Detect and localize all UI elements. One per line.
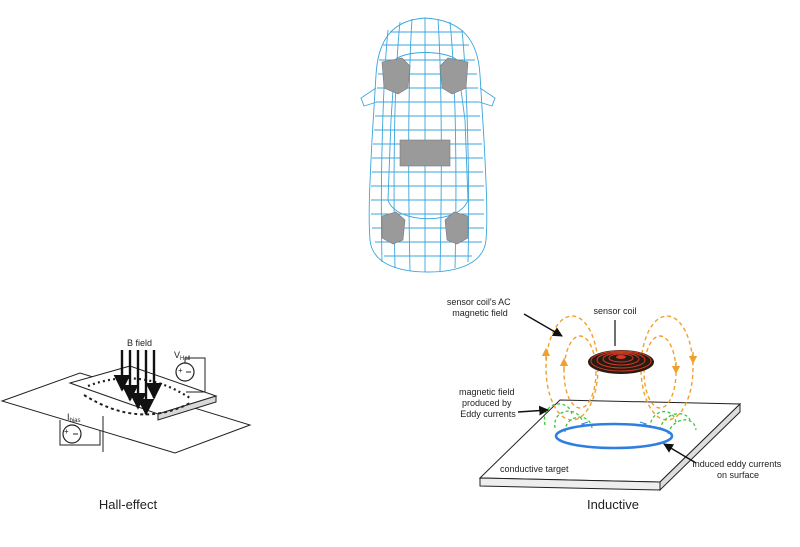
car-wireframe (360, 17, 496, 273)
eddy-direction-arrow (639, 421, 648, 427)
induced-current-leader (663, 443, 697, 464)
hall-effect-caption: Hall-effect (99, 497, 158, 512)
v-hall-label: VHall (174, 350, 190, 362)
hall-plate-side (157, 395, 217, 421)
left-mirror (360, 87, 378, 107)
eddy-field-label: magnetic field produced by Eddy currents (459, 387, 517, 419)
car-body-outline (368, 17, 488, 273)
hall-positive-charges (87, 377, 191, 399)
eddy-magnetic-field-lines (543, 403, 697, 435)
hall-negative-charges (83, 394, 193, 416)
ac-field-leader (523, 313, 563, 337)
rear-right-seat (444, 211, 469, 245)
ac-field-loop-right-inner (643, 335, 677, 409)
rear-left-seat (381, 211, 406, 245)
i-bias-source (62, 424, 82, 444)
ac-field-loop-left-inner (563, 335, 597, 409)
v-hall-plus: + (178, 366, 183, 375)
ac-field-label: sensor coil's AC magnetic field (447, 297, 513, 318)
induced-eddy-current-loop (554, 422, 674, 450)
v-hall-meter (175, 362, 195, 382)
i-bias-plus: + (64, 427, 69, 436)
sensor-coil (588, 350, 654, 374)
rear-bench-seat (399, 139, 451, 167)
hall-plane (0, 372, 252, 454)
front-left-seat (381, 57, 411, 95)
conductive-target-label: conductive target (500, 464, 569, 474)
hall-effect-diagram: B field + VHall + Ibias Hall-effect (0, 338, 252, 512)
b-field-arrows (113, 350, 163, 416)
i-bias-label: Ibias (67, 412, 81, 424)
inductive-caption: Inductive (587, 497, 639, 512)
b-field-label: B field (127, 338, 152, 348)
induced-eddy-label: Induced eddy currents on surface (692, 459, 784, 480)
front-right-seat (439, 57, 469, 95)
inductive-diagram: sensor coil's AC magnetic field sensor c… (447, 297, 784, 512)
seats (381, 57, 469, 245)
i-bias-wire (59, 420, 101, 446)
eddy-field-leader (517, 405, 549, 416)
ac-field-loop-right-outer (640, 315, 694, 421)
sensor-coil-label: sensor coil (593, 306, 636, 316)
eddy-direction-arrow (580, 421, 589, 427)
right-mirror (478, 87, 496, 107)
conductive-target-side (659, 402, 741, 492)
